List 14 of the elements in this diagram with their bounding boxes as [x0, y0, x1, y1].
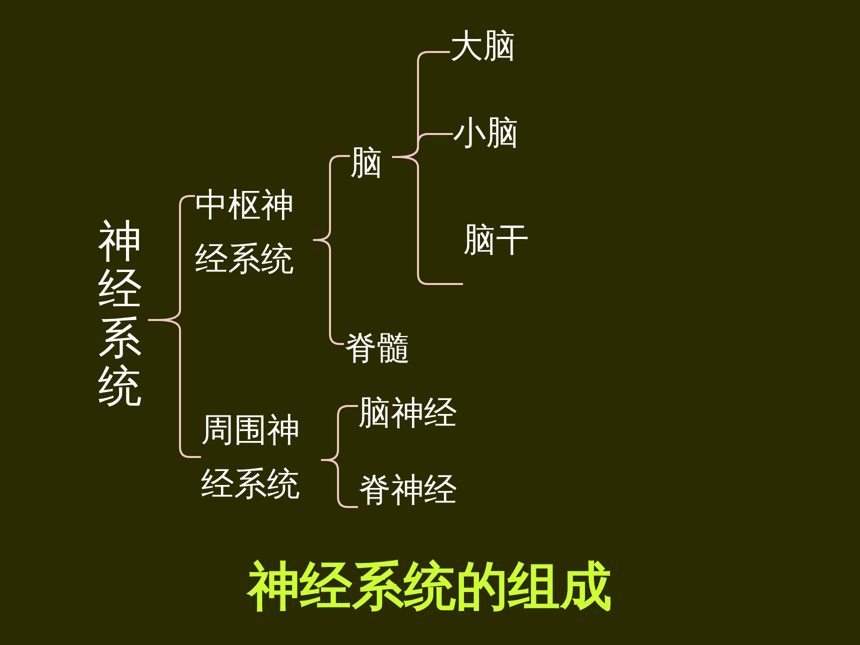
brace-line	[148, 319, 201, 458]
node-label: 周围神经系统	[201, 409, 301, 506]
node-label: 神经系统	[98, 218, 142, 412]
node-label: 脑干	[463, 220, 530, 260]
node-label: 脊髓	[344, 328, 411, 368]
node-label: 大脑	[450, 26, 517, 66]
node-label: 小脑	[453, 113, 520, 153]
brace-line	[321, 459, 358, 508]
node-label: 脊神经	[358, 470, 458, 510]
node-label: 脑神经	[358, 393, 458, 433]
node-label: 中枢神经系统	[195, 184, 295, 280]
node-label: 脑	[350, 143, 384, 183]
brace-line	[392, 156, 463, 285]
diagram-title: 神经系统的组成	[245, 556, 613, 619]
